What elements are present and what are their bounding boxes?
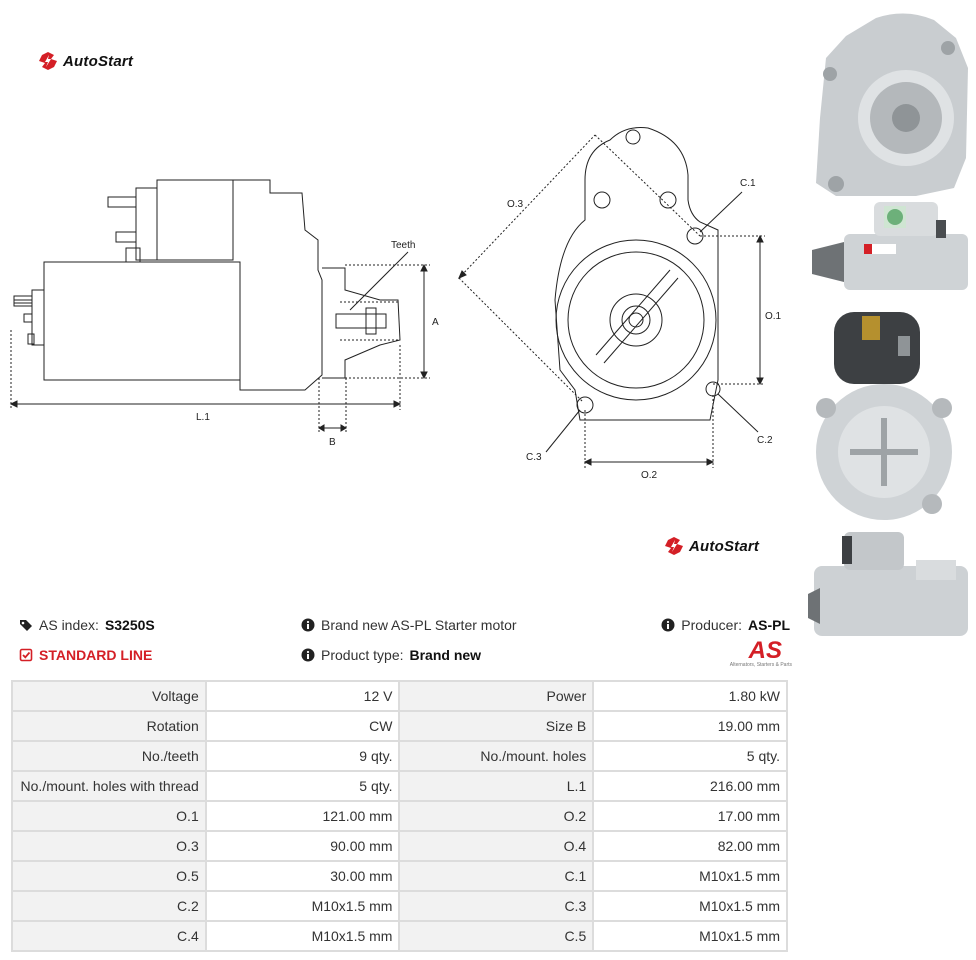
label-o3: O.3 — [507, 199, 524, 210]
brand-new-text: Brand new AS-PL Starter motor — [321, 617, 517, 633]
brand-new-info: Brand new AS-PL Starter motor — [301, 617, 517, 633]
spec-value: M10x1.5 mm — [204, 920, 401, 952]
spec-value: 17.00 mm — [592, 800, 788, 832]
spec-label: Rotation — [11, 710, 207, 742]
spec-value: 121.00 mm — [204, 800, 401, 832]
product-photo-side — [812, 202, 968, 290]
spec-label: C.2 — [11, 890, 207, 922]
spec-value: 9 qty. — [204, 740, 401, 772]
label-o1: O.1 — [765, 311, 782, 322]
label-a: A — [432, 317, 439, 328]
tags-icon — [20, 620, 32, 631]
info-circle-icon — [661, 618, 675, 632]
as-pl-logo: AS Alternators, Starters & Parts — [704, 637, 792, 669]
as-index-label: AS index: — [39, 617, 99, 633]
product-photo-front — [816, 13, 968, 197]
autostart-logo-icon — [39, 52, 57, 70]
info-circle-icon — [301, 618, 315, 632]
spec-label: O.5 — [11, 860, 207, 892]
autostart-logo-text: AutoStart — [689, 537, 760, 555]
product-type: Product type: Brand new — [301, 647, 481, 663]
label-c2: C.2 — [757, 435, 773, 446]
as-index-value: S3250S — [104, 617, 155, 633]
product-type-value: Brand new — [409, 647, 482, 663]
spec-value: M10x1.5 mm — [592, 920, 788, 952]
spec-label: O.4 — [398, 830, 595, 862]
spec-label: L.1 — [398, 770, 595, 802]
spec-label: Size B — [398, 710, 595, 742]
product-photo-rear — [816, 312, 952, 520]
producer: Producer: AS-PL — [661, 617, 790, 633]
label-b: B — [329, 437, 336, 448]
spec-label: C.5 — [398, 920, 595, 952]
product-photo-angle — [808, 532, 968, 636]
label-teeth: Teeth — [391, 240, 415, 251]
producer-value: AS-PL — [748, 617, 790, 633]
as-pl-logo-tagline: Alternators, Starters & Parts — [729, 662, 792, 668]
front-view-drawing — [458, 127, 765, 468]
spec-value: M10x1.5 mm — [592, 890, 788, 922]
autostart-logo-mid: AutoStart — [664, 536, 759, 556]
spec-label: O.3 — [11, 830, 207, 862]
spec-value: 30.00 mm — [204, 860, 401, 892]
spec-label: Voltage — [11, 680, 207, 712]
as-index: AS index: S3250S — [19, 617, 155, 633]
side-view-drawing — [9, 179, 430, 434]
spec-value: 1.80 kW — [592, 680, 788, 712]
spec-label: C.1 — [398, 860, 595, 892]
spec-value: M10x1.5 mm — [204, 890, 401, 922]
as-pl-logo-mark: AS — [748, 637, 782, 664]
spec-value: M10x1.5 mm — [592, 860, 788, 892]
spec-label: No./teeth — [11, 740, 207, 772]
autostart-logo-top: AutoStart — [38, 51, 133, 71]
spec-label: No./mount. holes — [398, 740, 595, 772]
label-l1: L.1 — [196, 412, 210, 423]
spec-label: O.2 — [398, 800, 595, 832]
spec-label: Power — [398, 680, 595, 712]
spec-value: 19.00 mm — [592, 710, 788, 742]
info-circle-icon — [301, 648, 315, 662]
product-line-label: STANDARD LINE — [39, 647, 153, 663]
spec-value: 12 V — [204, 680, 401, 712]
spec-value: 90.00 mm — [204, 830, 401, 862]
autostart-logo-icon — [665, 537, 683, 555]
label-o2: O.2 — [641, 470, 658, 480]
label-c1: C.1 — [740, 178, 756, 189]
autostart-logo-text: AutoStart — [63, 52, 134, 70]
producer-label: Producer: — [681, 617, 742, 633]
spec-value: 5 qty. — [204, 770, 401, 802]
spec-value: 216.00 mm — [592, 770, 788, 802]
spec-label: O.1 — [11, 800, 207, 832]
spec-label: No./mount. holes with thread — [11, 770, 207, 802]
spec-label: C.3 — [398, 890, 595, 922]
product-line: STANDARD LINE — [19, 647, 152, 663]
spec-value: 5 qty. — [592, 740, 788, 772]
spec-value: 82.00 mm — [592, 830, 788, 862]
check-square-icon — [19, 648, 33, 662]
spec-value: CW — [204, 710, 401, 742]
product-type-label: Product type: — [321, 647, 404, 663]
spec-label: C.4 — [11, 920, 207, 952]
technical-drawing: Teeth A L.1 B O.3 C.1 O.1 C.2 C.3 O.2 — [9, 127, 782, 480]
label-c3: C.3 — [526, 452, 542, 463]
